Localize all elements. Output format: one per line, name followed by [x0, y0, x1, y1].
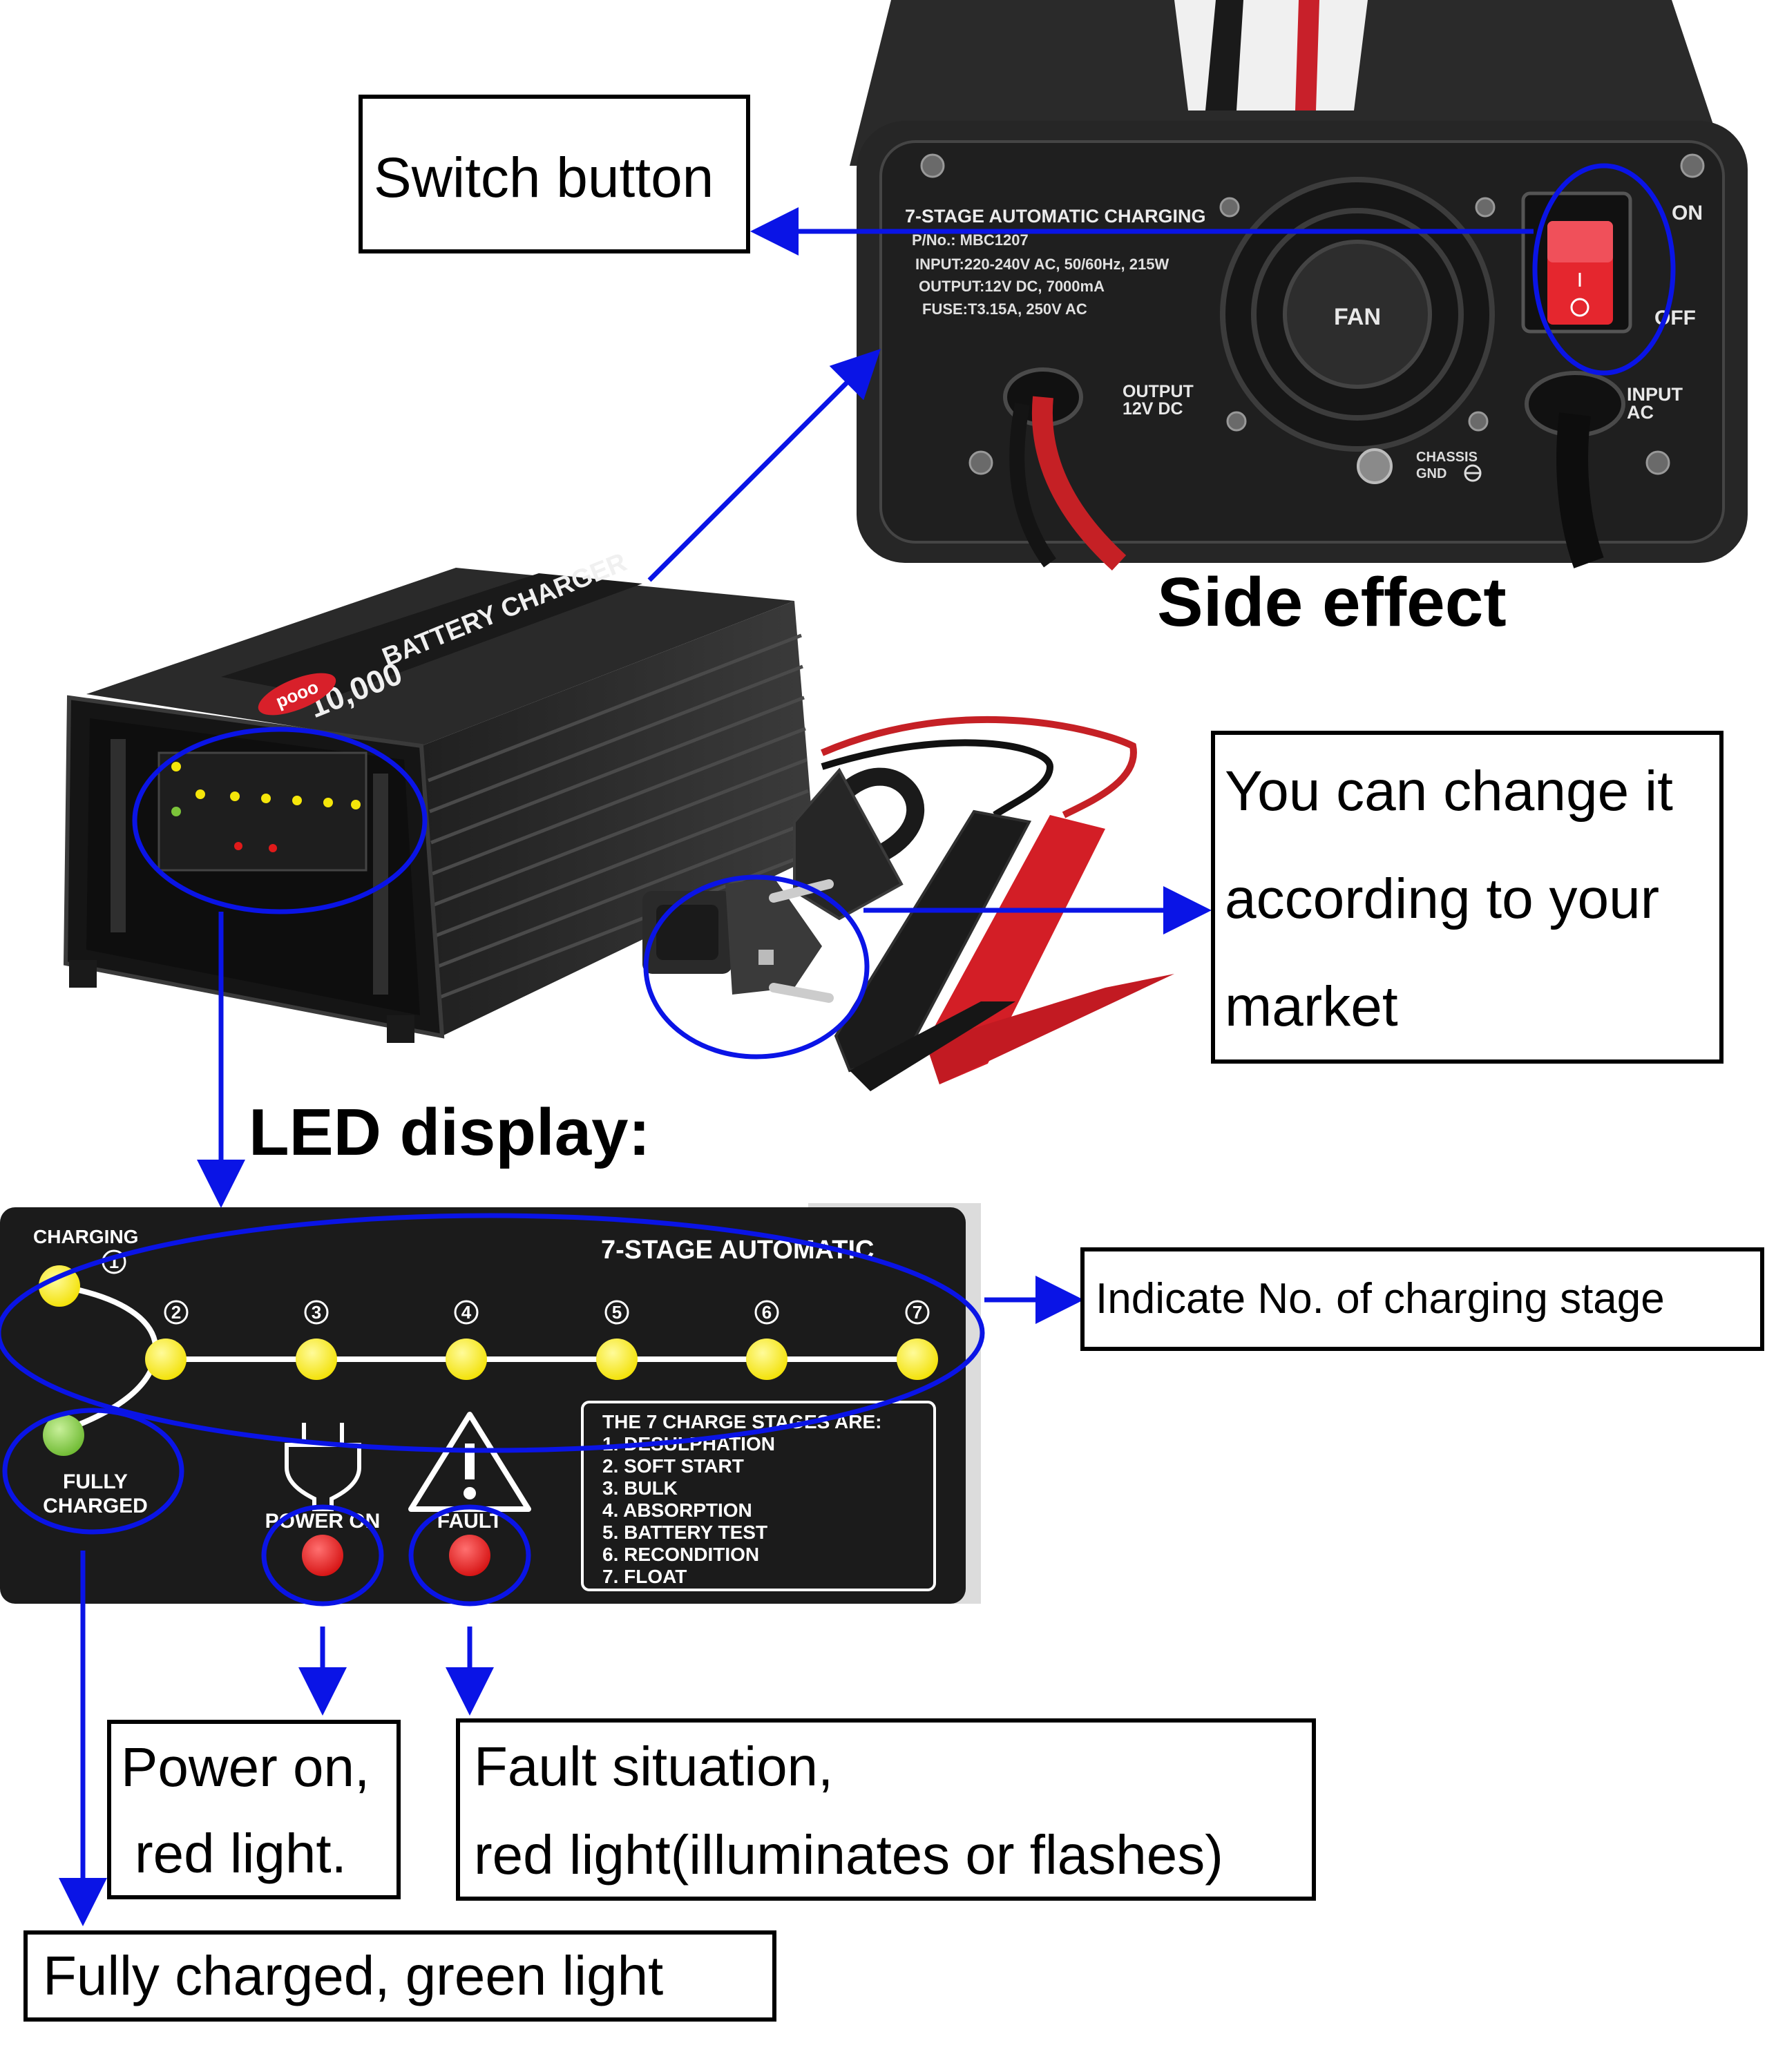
led-stage-6 — [746, 1339, 787, 1380]
plug-highlight — [643, 874, 870, 1059]
brand-badge — [258, 673, 336, 716]
stage-item-7: 7. FLOAT — [602, 1566, 687, 1587]
fully-charged-callout: Fully charged, green light — [23, 1930, 776, 2022]
input-cable — [1525, 371, 1625, 568]
front-panel-highlight — [132, 727, 428, 914]
plug-note-line-3: market — [1225, 975, 1398, 1038]
led-stage-4 — [446, 1339, 487, 1380]
chassis-label-1: CHASSIS — [1416, 450, 1478, 465]
fault-callout: Fault situation, red light(illuminates o… — [456, 1718, 1316, 1901]
led-display-heading: LED display: — [249, 1095, 651, 1169]
rear-spec-2: INPUT:220-240V AC, 50/60Hz, 215W — [915, 256, 1169, 273]
stage-num-2: 2 — [171, 1302, 181, 1323]
input-label-2: AC — [1627, 402, 1654, 423]
ground-screw — [1357, 448, 1393, 484]
rear-panel-photo: FAN 7-STAGE AUTOMATIC CHARGING P/No.: MB… — [850, 0, 1748, 571]
chassis-label-2: GND — [1416, 466, 1446, 481]
led-fault — [449, 1535, 490, 1576]
plug-note-line-1: You can change it — [1225, 760, 1673, 823]
stages-box — [581, 1401, 936, 1591]
plug-note-callout: You can change it according to your mark… — [1211, 731, 1724, 1064]
output-label-1: OUTPUT — [1123, 382, 1194, 401]
front-leds — [171, 762, 361, 809]
power-on-highlight — [261, 1504, 384, 1606]
output-cable — [1003, 367, 1127, 571]
plug — [642, 767, 924, 1003]
led-panel: 1 2 3 4 5 6 7 CHARGING 7-STAGE AUTOMATIC… — [0, 1203, 981, 1604]
fault-line-2: red light(illuminates or flashes) — [474, 1824, 1223, 1886]
stage-item-6: 6. RECONDITION — [602, 1544, 759, 1565]
power-switch[interactable] — [1521, 191, 1632, 334]
rear-spec-4: FUSE:T3.15A, 250V AC — [922, 300, 1087, 318]
led-stage-2 — [145, 1339, 187, 1380]
rear-spec-1: P/No.: MBC1207 — [912, 231, 1029, 249]
fully-charged-text: Fully charged, green light — [43, 1945, 664, 2006]
stage-num-6: 6 — [762, 1302, 772, 1323]
plug-note-line-2: according to your — [1225, 867, 1660, 930]
output-label-2: 12V DC — [1123, 399, 1183, 419]
fault-line-1: Fault situation, — [474, 1736, 834, 1797]
stage-item-3: 3. BULK — [602, 1477, 678, 1499]
led-stage-7 — [897, 1339, 938, 1380]
battery-clips — [821, 716, 1174, 1091]
led-stage-5 — [596, 1339, 638, 1380]
charger-photo: BATTERY CHARGER 10,000 pooo — [63, 548, 1174, 1091]
fan — [1220, 177, 1495, 452]
led-stage-1 — [39, 1265, 80, 1307]
stage-callout-text: Indicate No. of charging stage — [1096, 1275, 1665, 1323]
switch-on-label: ON — [1672, 202, 1703, 224]
stage-item-2: 2. SOFT START — [602, 1455, 744, 1477]
stage-item-5: 5. BATTERY TEST — [602, 1522, 767, 1543]
fully-label-1: FULLY — [63, 1470, 128, 1493]
side-effect-heading: Side effect — [1157, 564, 1507, 641]
stage-num-3: 3 — [312, 1302, 321, 1323]
fault-label: FAULT — [437, 1510, 502, 1533]
switch-button-text: Switch button — [374, 146, 714, 209]
led-power-on — [302, 1535, 343, 1576]
switch-highlight — [1532, 163, 1676, 376]
stage-item-4: 4. ABSORPTION — [602, 1499, 752, 1521]
stage-leds-highlight — [0, 1213, 985, 1453]
input-label-1: INPUT — [1627, 384, 1683, 405]
heat-fins — [428, 633, 812, 1000]
led-fully-charged — [43, 1414, 84, 1456]
rear-spec-3: OUTPUT:12V DC, 7000mA — [919, 278, 1105, 295]
power-on-callout: Power on, red light. — [107, 1720, 401, 1899]
power-on-line-1: Power on, — [121, 1736, 370, 1798]
fully-charged-highlight — [2, 1408, 184, 1535]
charging-label: CHARGING — [33, 1226, 138, 1247]
stage-callout: Indicate No. of charging stage — [1080, 1247, 1764, 1351]
stage-num-5: 5 — [612, 1302, 622, 1323]
stage-num-7: 7 — [913, 1302, 922, 1323]
ground-icon — [1464, 464, 1482, 482]
led-stage-3 — [296, 1339, 337, 1380]
fan-label: FAN — [1334, 304, 1381, 330]
fault-highlight — [408, 1504, 531, 1606]
rear-title: 7-STAGE AUTOMATIC CHARGING — [905, 206, 1206, 227]
power-on-line-2: red light. — [135, 1823, 347, 1884]
switch-button-callout: Switch button — [359, 95, 750, 253]
arrow-to-rear-photo — [647, 349, 881, 582]
stage-num-4: 4 — [461, 1302, 472, 1323]
fully-label-2: CHARGED — [43, 1495, 148, 1517]
annotation-marks — [0, 163, 1676, 1926]
screws — [920, 153, 1705, 475]
